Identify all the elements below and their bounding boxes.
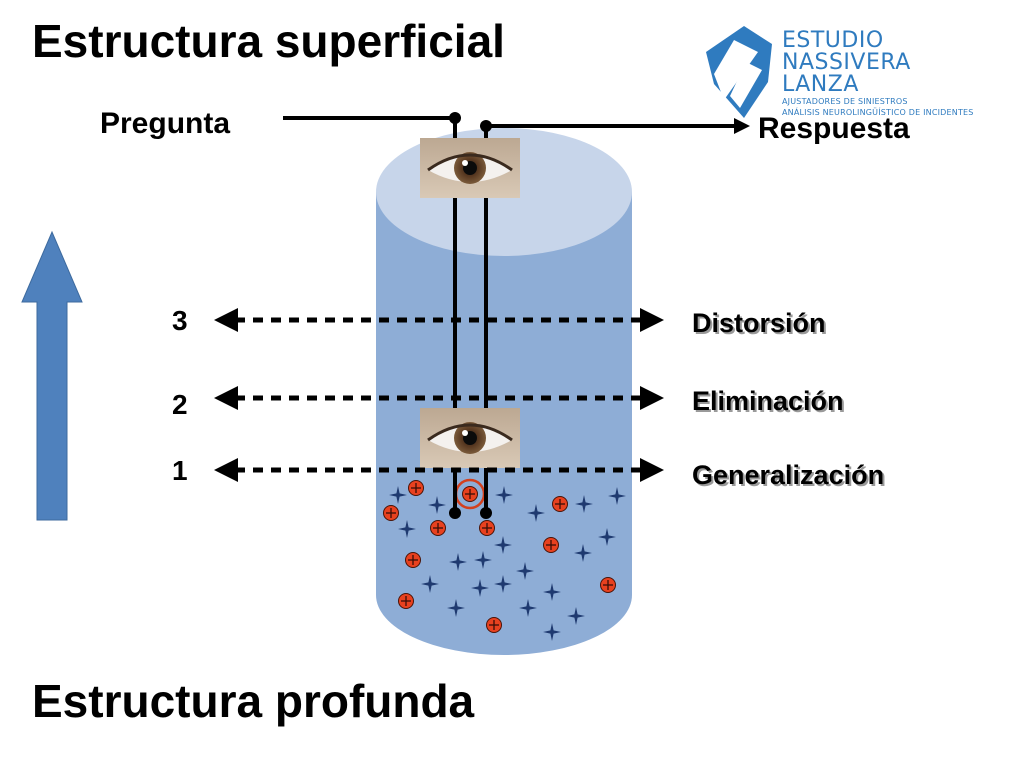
level-2-name-shadow: Eliminación <box>694 388 846 418</box>
shield-logo-icon <box>706 26 772 118</box>
cylinder <box>376 128 632 655</box>
question-label: Pregunta <box>100 107 230 140</box>
circle-plus-icon <box>542 536 560 554</box>
circle-plus-icon <box>429 519 447 537</box>
level-2-arrow <box>214 386 664 410</box>
title-deep-structure: Estructura profunda <box>32 675 475 727</box>
circle-plus-icon <box>551 495 569 513</box>
circle-plus-icon <box>485 616 503 634</box>
level-1-arrow <box>214 458 664 482</box>
logo-line-1: ESTUDIO <box>782 28 884 53</box>
level-2-number: 2 <box>172 389 188 420</box>
level-3-arrow <box>214 308 664 332</box>
level-1-name: Generalización <box>692 460 884 490</box>
circle-plus-icon <box>397 592 415 610</box>
question-node <box>449 112 461 124</box>
circle-plus-icon <box>478 519 496 537</box>
level-2-name: Eliminación <box>692 386 844 416</box>
answer-node <box>480 120 492 132</box>
level-3-name-shadow: Distorsión <box>694 310 828 340</box>
logo-line-4: AJUSTADORES DE SINIESTROS <box>782 97 908 106</box>
answer-label: Respuesta <box>758 112 910 145</box>
level-1-number: 1 <box>172 455 188 486</box>
answer-path-endpoint <box>480 507 492 519</box>
level-3-number: 3 <box>172 305 188 336</box>
eye-icon <box>420 408 520 468</box>
company-logo: ESTUDIO NASSIVERA LANZA AJUSTADORES DE S… <box>700 22 1010 122</box>
level-1-name-shadow: Generalización <box>694 462 886 492</box>
circle-plus-icon <box>404 551 422 569</box>
title-surface-structure: Estructura superficial <box>32 15 505 67</box>
answer-arrowhead-icon <box>734 118 750 134</box>
eye-icon <box>420 138 520 198</box>
level-3-name: Distorsión <box>692 308 826 338</box>
logo-line-2: NASSIVERA <box>782 50 911 75</box>
logo-line-5: ANÁLISIS NEUROLINGÜÍSTICO DE INCIDENTES <box>782 108 974 117</box>
question-path-endpoint <box>449 507 461 519</box>
circle-plus-icon <box>407 479 425 497</box>
circle-plus-icon <box>382 504 400 522</box>
up-arrow-icon <box>21 230 83 521</box>
logo-line-3: LANZA <box>782 72 859 97</box>
circle-plus-icon <box>599 576 617 594</box>
circle-plus-icon <box>461 485 479 503</box>
